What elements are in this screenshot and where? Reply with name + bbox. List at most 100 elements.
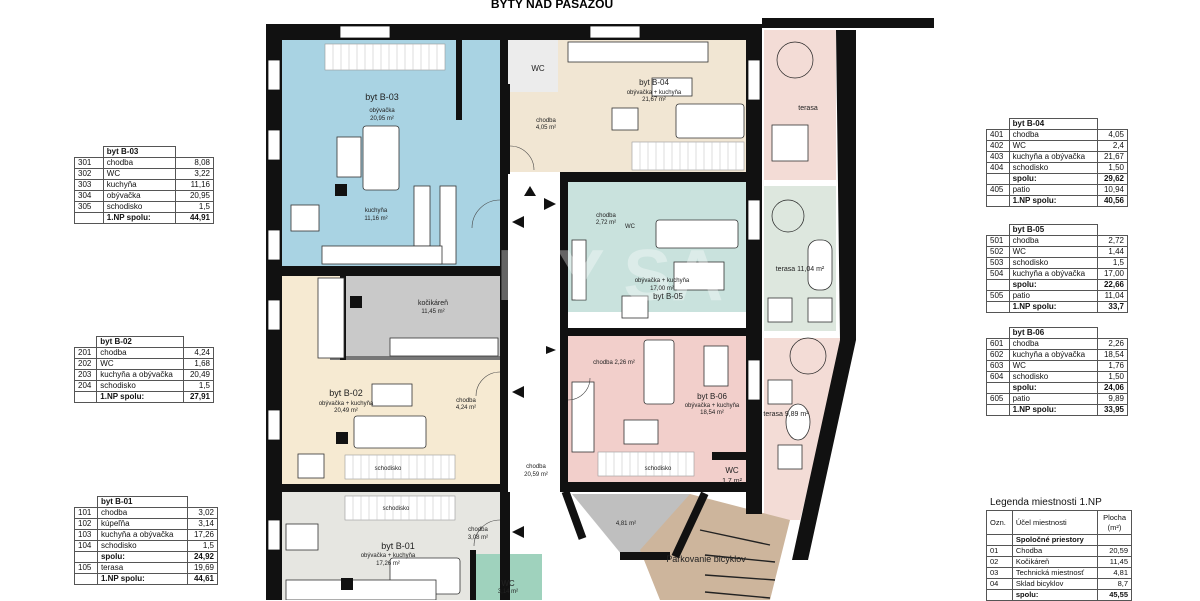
table-cell: 01	[986, 545, 1013, 557]
table-cell: schodisko	[96, 380, 185, 392]
table-cell	[74, 496, 98, 508]
table-title: byt B-04	[1008, 118, 1098, 130]
table-cell: schodisko	[1008, 371, 1098, 383]
table-cell: 24,92	[186, 551, 219, 563]
stair-b01	[344, 495, 456, 521]
wall-b06-south	[560, 482, 750, 492]
legend-title: Legenda miestnosti 1.NP	[990, 497, 1102, 508]
table-cell: 1.NP spolu:	[96, 573, 188, 585]
table-cell: WC	[1008, 140, 1098, 152]
table-cell	[986, 279, 1010, 291]
plant-icon	[776, 41, 814, 79]
table-cell: 1.NP spolu:	[102, 212, 176, 224]
table-cell: 101	[74, 507, 98, 519]
column	[350, 296, 362, 308]
kitchen-counter	[439, 185, 457, 265]
plant-icon	[771, 199, 805, 233]
table-total: 1.NP spolu:27,91	[73, 391, 214, 403]
label: obývačka + kuchyňa	[319, 401, 374, 407]
table-total: 1.NP spolu:33,7	[986, 301, 1129, 313]
terrace-chair	[777, 444, 803, 470]
table-cell: 20,95	[174, 190, 215, 202]
table-cell: 11,16	[174, 179, 215, 191]
table-cell: 502	[986, 246, 1010, 258]
table-cell: 03	[986, 567, 1013, 579]
room-parking	[640, 494, 790, 600]
table-cell: 40,56	[1096, 195, 1129, 207]
coffee-table	[336, 136, 362, 178]
kitchen-counter	[317, 277, 345, 359]
wall-b02-b01	[282, 484, 508, 492]
column	[341, 578, 353, 590]
table-cell: schodisko	[102, 201, 176, 213]
terrace-chair	[807, 297, 833, 323]
table-cell: 503	[986, 257, 1010, 269]
table-title: byt B-03	[102, 146, 176, 158]
label: byt B-04	[639, 78, 669, 87]
table-cell: Chodba	[1011, 545, 1099, 557]
label: byt B-02	[329, 388, 363, 398]
label: byt B-06	[697, 392, 727, 401]
wall-b01-east	[500, 492, 510, 600]
door-b01	[473, 519, 501, 547]
window	[339, 25, 391, 39]
table-cell: 1,5	[1096, 257, 1129, 269]
table-cell	[74, 336, 97, 348]
table-cell: 1,50	[1096, 371, 1129, 383]
table-title: byt B-02	[96, 336, 185, 348]
table-cell: Plocha(m²)	[1097, 510, 1132, 535]
table-cell: 505	[986, 290, 1010, 302]
table-cell: 1,68	[183, 358, 214, 370]
table-cell: patio	[1008, 290, 1098, 302]
legend-table: Ozn. Účel miestnosti Plocha(m²) Spoločné…	[986, 510, 1132, 601]
coffee-table	[651, 77, 693, 97]
table-cell: 1,5	[174, 201, 215, 213]
window	[267, 229, 281, 261]
bicycles	[699, 529, 776, 599]
table-cell: chodba	[1008, 338, 1098, 350]
table-cell: 304	[74, 190, 104, 202]
door-b02	[475, 371, 501, 397]
bicycle-icon	[699, 529, 771, 546]
table-subtotal: spolu:29,62	[986, 173, 1129, 185]
arrow-icon	[512, 386, 524, 398]
window	[589, 25, 641, 39]
kitchen-counter	[571, 381, 595, 453]
table-cell: Kočikáreň	[1011, 556, 1099, 568]
table-cell: 10,94	[1096, 184, 1129, 196]
table-cell: schodisko	[96, 540, 188, 552]
table-cell: 401	[986, 129, 1010, 141]
label: Parkovanie bicyklov	[666, 554, 746, 564]
table-cell	[986, 534, 1013, 546]
table-cell	[986, 301, 1010, 313]
table-cell: patio	[1008, 393, 1098, 405]
table-cell: chodba	[96, 347, 185, 359]
table-cell: 24,06	[1096, 382, 1129, 394]
label: kuchyňa	[365, 208, 388, 214]
table-cell: 33,95	[1096, 404, 1129, 416]
table-cell: 403	[986, 151, 1010, 163]
table-title: byt B-06	[1008, 327, 1098, 339]
table-cell: obývačka	[102, 190, 176, 202]
table-cell: 402	[986, 140, 1010, 152]
window	[267, 299, 281, 331]
table-cell	[73, 391, 98, 403]
kitchen-counter	[567, 41, 709, 63]
table-cell: 1,44	[1096, 246, 1129, 258]
stair-b03	[324, 43, 446, 71]
table-cell: kuchyňa	[102, 179, 176, 191]
wall-b06-wc	[712, 452, 752, 460]
kitchen-counter	[321, 245, 443, 265]
kitchen-counter	[413, 185, 431, 247]
table-cell: 21,67	[1096, 151, 1129, 163]
